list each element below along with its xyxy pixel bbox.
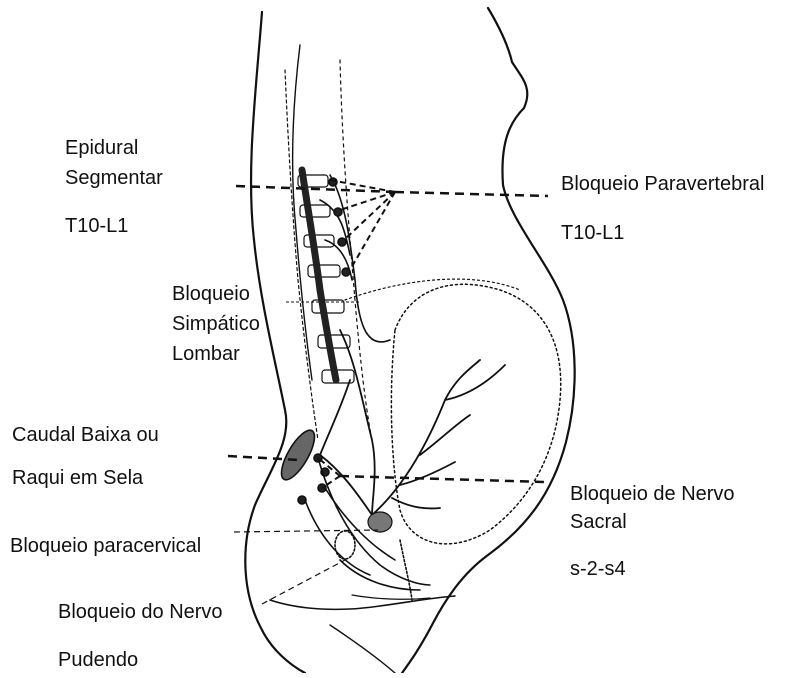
label-sacral-level: s-2-s4 [570, 557, 626, 581]
paravertebral-block-line [395, 192, 548, 196]
nerve-chain [320, 175, 390, 342]
label-epidural-level: T10-L1 [65, 214, 128, 238]
label-pudendo-line1: Bloqueio do Nervo [58, 600, 223, 624]
label-nervo-sacral-line1: Bloqueio de Nervo [570, 482, 735, 506]
label-nervo-sacral-line2: Sacral [570, 510, 627, 534]
paravertebral-fan [330, 180, 395, 270]
front-outline [402, 8, 575, 673]
label-paravertebral: Bloqueio Paravertebral [561, 172, 764, 196]
label-epidural-line1: Epidural [65, 136, 138, 160]
label-paravertebral-level: T10-L1 [561, 221, 624, 245]
label-simpatico-line3: Lombar [172, 342, 240, 366]
sacrum [275, 426, 320, 484]
pudendal-block-line [262, 560, 345, 604]
label-simpatico-line2: Simpático [172, 312, 260, 336]
paracervical-block-line [234, 530, 378, 532]
label-caudal-line2: Raqui em Sela [12, 466, 143, 490]
label-epidural-line2: Segmentar [65, 166, 163, 190]
label-paracervical: Bloqueio paracervical [10, 534, 201, 558]
uterus-outline [391, 284, 560, 544]
perineum [352, 595, 430, 599]
uterine-nerves [320, 330, 505, 515]
label-pudendo-line2: Pudendo [58, 648, 138, 672]
label-caudal-line1: Caudal Baixa ou [12, 423, 159, 447]
back-outline [245, 12, 305, 673]
spinal-cord [302, 170, 336, 380]
label-simpatico-line1: Bloqueio [172, 282, 250, 306]
leg-line [330, 625, 395, 673]
sacral-block-line [340, 476, 545, 482]
